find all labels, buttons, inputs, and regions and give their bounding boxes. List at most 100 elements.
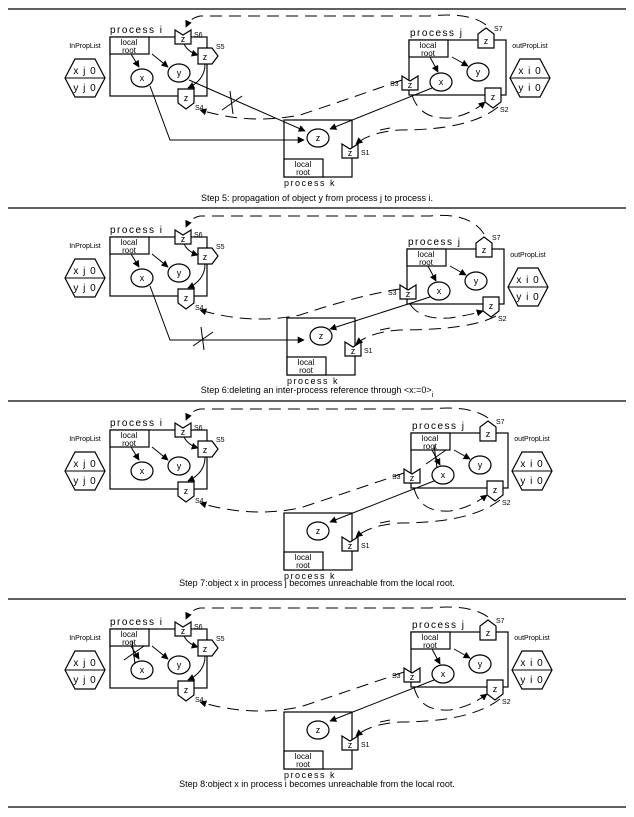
- stub-s1-label: z: [348, 148, 353, 158]
- j-root-to-y: [453, 648, 471, 659]
- object-y-j: [464, 271, 488, 291]
- out-prop-list-title: outPropList: [514, 436, 549, 443]
- s3-label: S3: [392, 474, 401, 481]
- object-x-i: [130, 268, 154, 288]
- s3-label: S3: [390, 81, 399, 88]
- object-x-j-label: x: [441, 669, 446, 679]
- x-j-to-z-k: [329, 87, 433, 130]
- process-k-title: process k: [284, 178, 336, 188]
- local-label: local: [295, 553, 312, 562]
- stub-s3: [401, 74, 419, 91]
- process-i-title: process i: [110, 25, 164, 36]
- s2-to-s1-dashed: [355, 106, 499, 145]
- stub-s6: [174, 28, 192, 45]
- s6-to-s5: [183, 243, 199, 257]
- process-i-local-root: [109, 36, 150, 55]
- step-caption: Step 6:deleting an inter-process referen…: [201, 385, 434, 399]
- process-j-title: process j: [410, 28, 464, 39]
- object-y-j-label: y: [478, 460, 483, 470]
- delete-cross-b: [200, 326, 205, 351]
- stub-s4-label: z: [184, 93, 189, 103]
- object-y-j-label: y: [476, 67, 481, 77]
- stub-s3-label: z: [410, 672, 415, 682]
- i-root-to-y: [151, 446, 169, 461]
- s6-to-s5: [183, 635, 199, 649]
- stub-s4-label: z: [184, 486, 189, 496]
- local-label: local: [422, 434, 439, 443]
- object-x-i-label: x: [140, 73, 145, 83]
- local-label: local: [422, 633, 439, 642]
- j-bottom-to-s2-dashed: [411, 94, 486, 119]
- object-x-i-label: x: [140, 466, 145, 476]
- local-label: local: [121, 630, 138, 639]
- s7-to-s6-dashed: [185, 407, 489, 421]
- stub-s5: [197, 247, 219, 265]
- stub-s5-label: z: [203, 52, 208, 62]
- root-label: root: [423, 641, 438, 650]
- s6-label: S6: [194, 624, 203, 631]
- stub-s1: [344, 340, 362, 357]
- stub-s1-label: z: [351, 346, 356, 356]
- stub-s1: [341, 535, 359, 552]
- out-prop-list-row-1: x i 0: [516, 275, 539, 286]
- stub-s4: [177, 481, 195, 503]
- stub-s7-label: z: [482, 245, 487, 255]
- root-label: root: [296, 561, 311, 570]
- s2-to-s1-dashed: [355, 315, 497, 345]
- process-i-local-root: [109, 628, 150, 647]
- j-root-to-y: [449, 265, 467, 276]
- s4-to-s3-dashed: [199, 671, 405, 712]
- stub-s4: [177, 288, 195, 310]
- stub-s5-label: z: [203, 252, 208, 262]
- i-root-to-y: [151, 53, 169, 68]
- object-y-j: [466, 62, 490, 82]
- stub-s2-label: z: [493, 684, 498, 694]
- stub-s7-label: z: [486, 429, 491, 439]
- object-z-k: [306, 720, 330, 740]
- s4-label: S4: [195, 697, 204, 704]
- s5-label: S5: [216, 437, 225, 444]
- s4-label: S4: [195, 498, 204, 505]
- local-label: local: [121, 238, 138, 247]
- in-prop-list-row-2: y j 0: [73, 675, 96, 686]
- process-i-title: process i: [110, 617, 164, 628]
- tick-line: [379, 327, 391, 331]
- process-j-local-root: [410, 432, 451, 451]
- delete-cross-b: [131, 640, 136, 665]
- s3-label: S3: [388, 290, 397, 297]
- j-root-to-x: [429, 56, 439, 73]
- process-j-local-root: [406, 248, 447, 267]
- in-prop-list-row-2: y j 0: [73, 283, 96, 294]
- s2-label: S2: [502, 500, 511, 507]
- s2-label: S2: [500, 107, 509, 114]
- out-prop-list-row-1: x i 0: [520, 658, 543, 669]
- stub-s7-label: z: [486, 628, 491, 638]
- root-label: root: [122, 246, 137, 255]
- process-j-title: process j: [412, 421, 466, 432]
- s1-label: S1: [361, 742, 370, 749]
- s7-label: S7: [496, 419, 505, 426]
- object-z-k-label: z: [316, 526, 321, 536]
- process-k-local-root: [286, 356, 327, 376]
- j-bottom-to-s2-dashed: [413, 487, 488, 512]
- tick-line: [379, 719, 391, 723]
- stub-s5-label: z: [203, 644, 208, 654]
- out-prop-list-title: outPropList: [514, 635, 549, 642]
- process-k-local-root: [283, 750, 324, 770]
- s6-to-s5: [183, 43, 199, 57]
- stub-s6: [174, 228, 192, 245]
- object-x-j: [427, 281, 451, 301]
- stub-s6-label: z: [181, 427, 186, 437]
- in-prop-list-row-2: y j 0: [73, 83, 96, 94]
- s5-label: S5: [216, 636, 225, 643]
- stub-s5-label: z: [203, 445, 208, 455]
- process-k-title: process k: [284, 571, 336, 581]
- stub-s3: [399, 283, 417, 300]
- local-label: local: [420, 41, 437, 50]
- process-j: process jlocalrootxyzS7zS3zS2outPropList…: [392, 618, 553, 706]
- j-root-to-x: [427, 265, 437, 282]
